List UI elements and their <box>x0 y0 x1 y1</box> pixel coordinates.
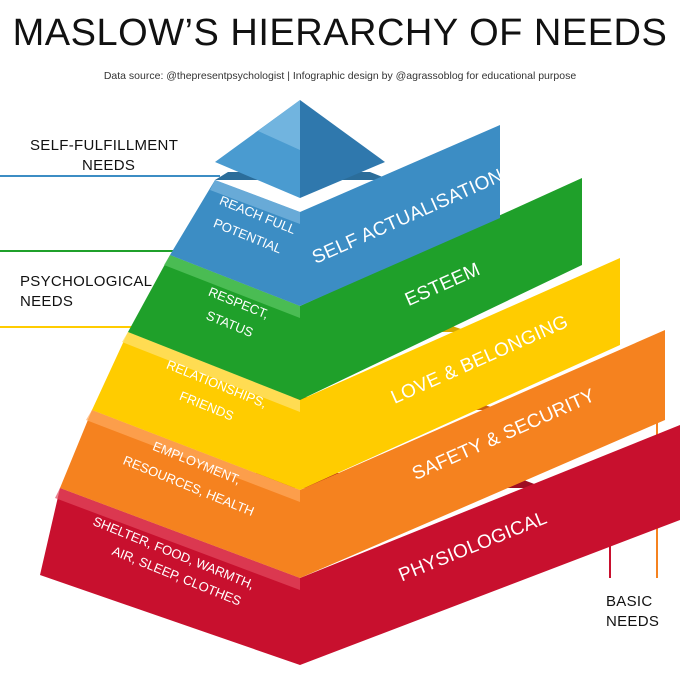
level-esteem: ESTEEM RESPECT, STATUS <box>128 178 582 400</box>
group-self-fulfillment-line2: NEEDS <box>82 157 136 174</box>
level-safety-shine <box>86 410 300 502</box>
level-physiological-shine <box>55 488 300 590</box>
level-safety-band <box>300 330 665 578</box>
level-esteem-band <box>300 178 582 400</box>
group-psychological-line1: PSYCHOLOGICAL <box>20 273 153 290</box>
group-label-self-fulfillment: SELF-FULFILLMENT NEEDS <box>30 136 178 176</box>
group-self-fulfillment-line1: SELF-FULFILLMENT <box>30 137 179 154</box>
group-label-psychological: PSYCHOLOGICAL NEEDS <box>20 272 152 312</box>
level-love-front <box>92 332 300 490</box>
apex-highlight <box>258 100 300 150</box>
apex-right-face <box>300 100 385 198</box>
subtitle: Data source: @thepresentpsychologist | I… <box>103 70 577 82</box>
level-self-shine <box>210 180 300 224</box>
group-label-basic: BASIC NEEDS <box>606 592 659 632</box>
level-safety-front <box>60 410 300 578</box>
level-love-band <box>300 258 620 490</box>
group-basic-line1: BASIC <box>606 593 653 610</box>
level-esteem-shine <box>164 255 300 318</box>
group-basic-line2: NEEDS <box>606 613 660 630</box>
group-psychological-line2: NEEDS <box>20 293 74 310</box>
level-love-shine <box>122 332 300 412</box>
level-physiological-band <box>300 425 680 665</box>
page-title: MASLOW’S HIERARCHY OF NEEDS <box>12 12 668 54</box>
pyramid-apex <box>215 100 385 198</box>
level-self-band <box>300 125 500 306</box>
level-physiological-front <box>40 488 300 665</box>
